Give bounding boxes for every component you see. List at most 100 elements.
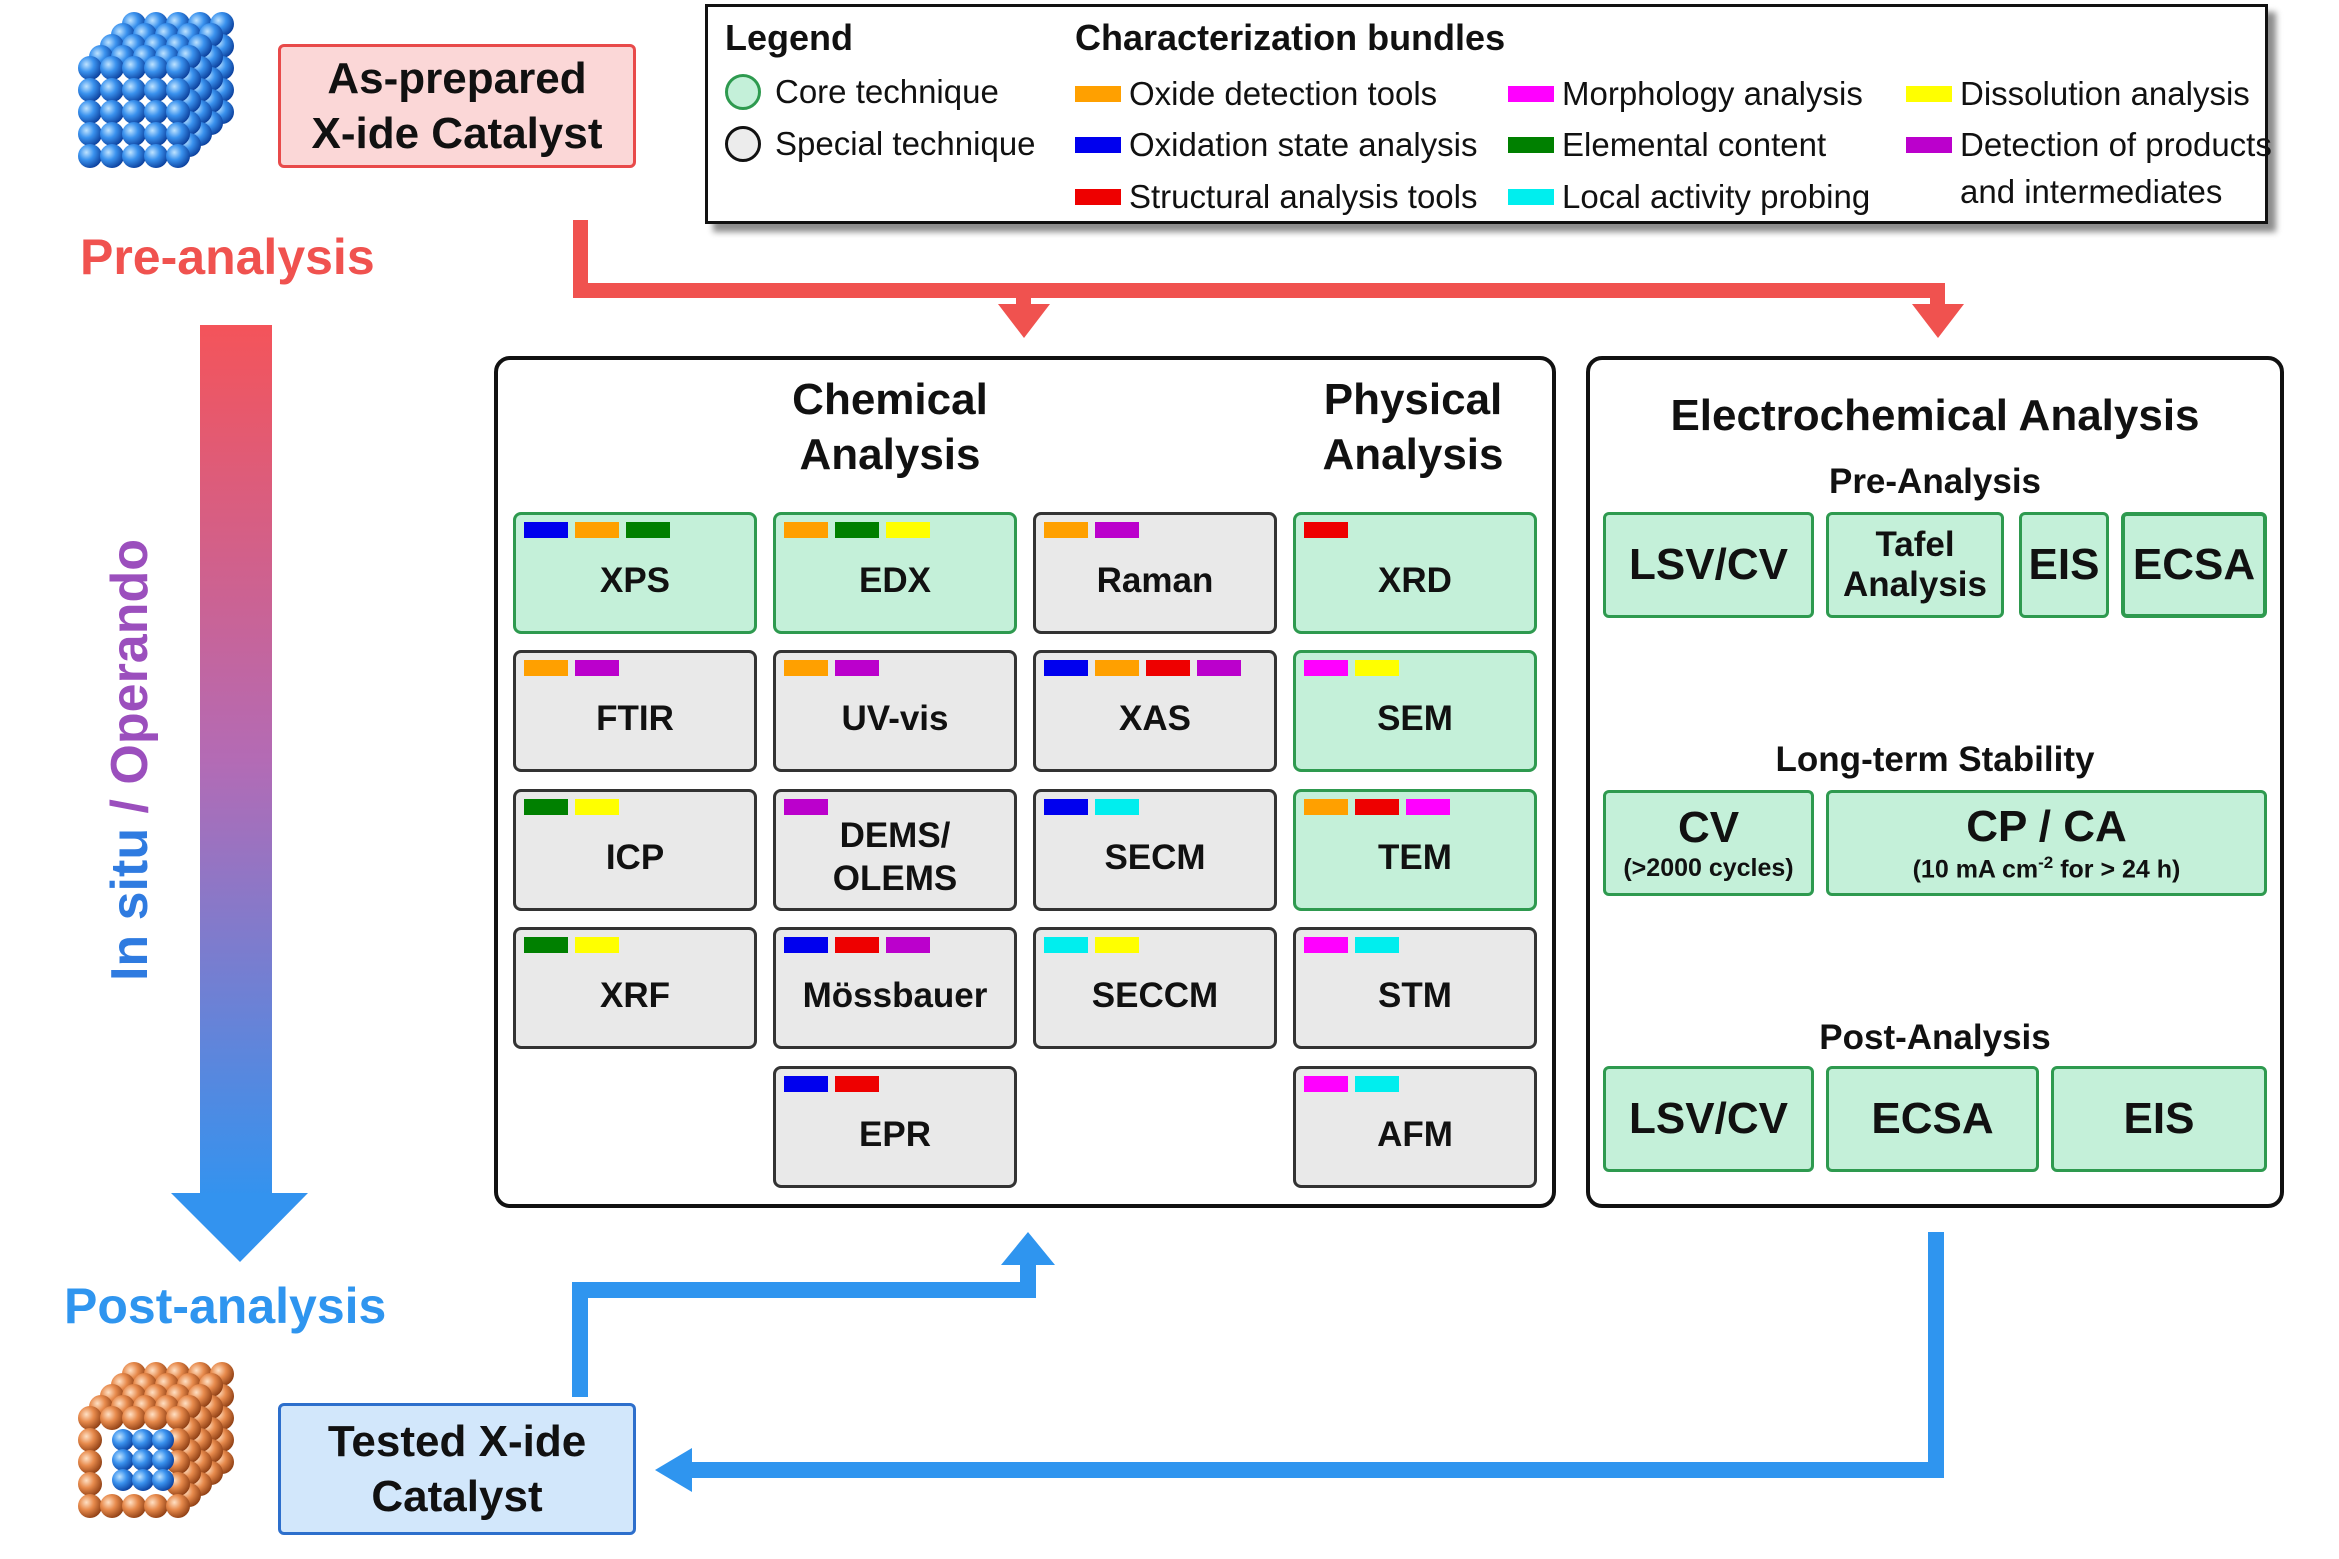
structural-tag-icon	[1146, 660, 1190, 676]
atom-sphere	[78, 56, 102, 80]
pre-eis-box: EIS	[2019, 512, 2109, 618]
products-tag-icon	[835, 660, 879, 676]
dissolution-swatch-icon	[1906, 86, 1952, 102]
technique-name: EDX	[859, 560, 931, 600]
atom-sphere	[152, 1449, 174, 1471]
atom-sphere	[166, 56, 190, 80]
technique-tags	[524, 799, 619, 815]
technique-label: SECCM	[1092, 975, 1218, 1018]
atom-sphere	[100, 56, 124, 80]
cv-label: CV	[1677, 803, 1740, 853]
technique-name: SECM	[1104, 837, 1206, 877]
bundle-dissolution-label: Dissolution analysis	[1960, 75, 2250, 112]
technique-stm: STM	[1293, 927, 1537, 1049]
products-swatch-icon	[1906, 137, 1952, 153]
bundle-products-label: Detection of products	[1960, 126, 2272, 163]
atom-sphere	[132, 1429, 154, 1451]
technique-name: SECCM	[1091, 975, 1219, 1015]
cp-ca-sup: -2	[2038, 852, 2054, 872]
physical-title-line1: Physical	[1323, 375, 1503, 424]
technique-tags	[524, 522, 670, 538]
atom-sphere	[144, 100, 168, 124]
technique-tags	[1044, 522, 1139, 538]
technique-icp: ICP	[513, 789, 757, 911]
bundle-products-line2: and intermediates	[1960, 173, 2223, 210]
atom-sphere	[78, 1450, 102, 1474]
technique-label: STM	[1378, 975, 1452, 1018]
echem-pre-label: Pre-Analysis	[1828, 462, 2042, 501]
legend-core: Core technique	[725, 73, 999, 111]
atom-sphere	[122, 78, 146, 102]
atom-sphere	[152, 1469, 174, 1491]
atom-sphere	[122, 144, 146, 168]
as-prepared-cube-icon	[78, 12, 234, 168]
atom-sphere	[166, 122, 190, 146]
special-circle-icon	[725, 126, 761, 162]
technique-xrd: XRD	[1293, 512, 1537, 634]
bundle-products: Detection of products	[1906, 126, 2272, 164]
technique-label: XRD	[1378, 560, 1452, 603]
technique-name: XAS	[1119, 698, 1191, 738]
atom-sphere	[144, 1406, 168, 1430]
blue-core-icon	[112, 1429, 174, 1491]
as-prepared-line2: X-ide Catalyst	[311, 109, 603, 158]
morphology-tag-icon	[1304, 660, 1348, 676]
atom-sphere	[122, 56, 146, 80]
in-situ-text: In situ	[101, 827, 159, 982]
physical-title-line2: Analysis	[1322, 430, 1504, 479]
technique-m-ssbauer: Mössbauer	[773, 927, 1017, 1049]
technique-label: AFM	[1377, 1114, 1453, 1157]
technique-tags	[524, 937, 619, 953]
core-circle-icon	[725, 74, 761, 110]
post-analysis-blue-arrow	[572, 1232, 1944, 1492]
technique-name: SEM	[1377, 698, 1453, 738]
technique-name: DEMS/	[839, 816, 951, 856]
post-lsv-cv-label: LSV/CV	[1629, 1093, 1788, 1143]
atom-sphere	[78, 1406, 102, 1430]
technique-tags	[1304, 1076, 1399, 1092]
atom-sphere	[144, 1494, 168, 1518]
dissolution-tag-icon	[575, 799, 619, 815]
bundle-elemental-label: Elemental content	[1562, 126, 1827, 163]
bundle-oxide-label: Oxide detection tools	[1129, 75, 1438, 112]
technique-label: TEM	[1378, 837, 1452, 880]
dissolution-tag-icon	[1095, 937, 1139, 953]
stability-label: Long-term Stability	[1775, 740, 2095, 779]
tested-core-shell-cube-icon	[78, 1362, 234, 1518]
morphology-swatch-icon	[1508, 86, 1554, 102]
oxidation-tag-icon	[784, 1076, 828, 1092]
structural-tag-icon	[1355, 799, 1399, 815]
post-lsv-cv-box: LSV/CV	[1603, 1066, 1814, 1172]
oxide-tag-icon	[784, 660, 828, 676]
technique-tags	[784, 522, 930, 538]
technique-edx: EDX	[773, 512, 1017, 634]
post-analysis-label: Post-analysis	[64, 1278, 387, 1334]
atom-sphere	[78, 78, 102, 102]
elemental-swatch-icon	[1508, 137, 1554, 153]
technique-name: XPS	[599, 560, 671, 600]
atom-sphere	[100, 144, 124, 168]
technique-tags	[1044, 799, 1139, 815]
technique-tags	[784, 937, 930, 953]
products-tag-icon	[1197, 660, 1241, 676]
bundle-oxide: Oxide detection tools	[1075, 75, 1437, 113]
technique-raman: Raman	[1033, 512, 1277, 634]
oxide-tag-icon	[784, 522, 828, 538]
oxidation-tag-icon	[784, 937, 828, 953]
technique-xas: XAS	[1033, 650, 1277, 772]
atom-sphere	[144, 56, 168, 80]
dissolution-tag-icon	[886, 522, 930, 538]
cp-ca-sub-a: (10 mA cm	[1912, 855, 2039, 884]
technique-epr: EPR	[773, 1066, 1017, 1188]
technique-tem: TEM	[1293, 789, 1537, 911]
atom-sphere	[78, 1494, 102, 1518]
technique-name: Mössbauer	[802, 975, 988, 1015]
post-eis-label: EIS	[2123, 1093, 2195, 1143]
pre-ecsa-box: ECSA	[2121, 512, 2267, 618]
technique-name: XRD	[1378, 560, 1452, 600]
tested-line2: Catalyst	[371, 1472, 543, 1521]
products-tag-icon	[886, 937, 930, 953]
as-prepared-line1: As-prepared	[327, 54, 587, 103]
technique-tags	[1304, 522, 1348, 538]
